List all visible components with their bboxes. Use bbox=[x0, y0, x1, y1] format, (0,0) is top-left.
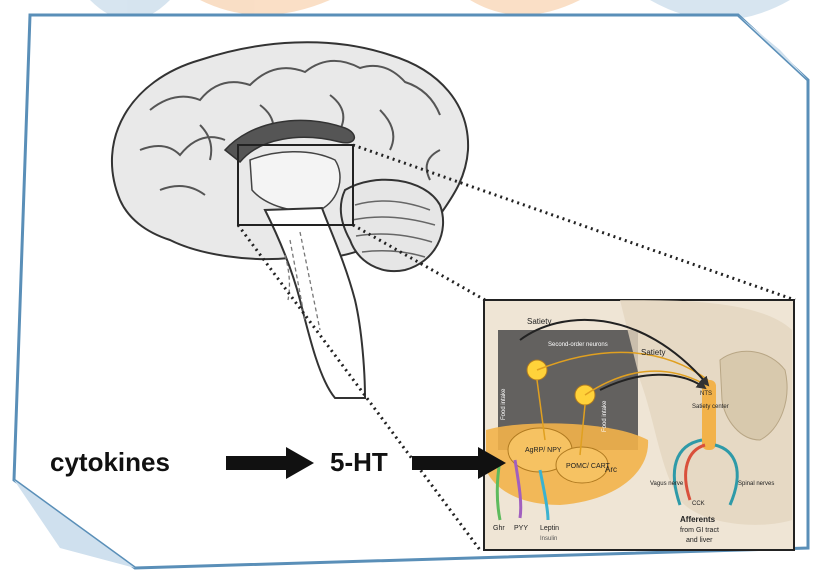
nts-label: NTS bbox=[700, 391, 712, 397]
afferents-gi-label: from GI tract bbox=[680, 527, 719, 534]
cytokines-label: cytokines bbox=[50, 447, 170, 477]
spinal-nerves-label: Spinal nerves bbox=[738, 481, 774, 487]
cck-label: CCK bbox=[692, 501, 705, 507]
satiety-right-label: Satiety bbox=[641, 348, 665, 357]
inset-panel: Satiety Satiety Second-order neurons Foo… bbox=[484, 300, 794, 550]
vagus-nerve-label: Vagus nerve bbox=[650, 481, 684, 487]
food-intake-right-label: Food intake bbox=[602, 400, 608, 432]
second-order-neurons-label: Second-order neurons bbox=[548, 342, 608, 348]
pomc-cart-label: POMC/ CART bbox=[566, 463, 611, 470]
food-intake-left-label: Food intake bbox=[501, 388, 507, 420]
pyy-label: PYY bbox=[514, 525, 528, 532]
serotonin-label: 5-HT bbox=[330, 447, 388, 477]
leptin-label: Leptin bbox=[540, 525, 559, 532]
satiety-center-label: Satiety center bbox=[692, 404, 729, 410]
insulin-label: Insulin bbox=[540, 536, 557, 542]
afferents-liver-label: and liver bbox=[686, 537, 713, 544]
arc-label: Arc bbox=[605, 465, 617, 474]
ghr-label: Ghr bbox=[493, 525, 505, 532]
agrp-npy-label: AgRP/ NPY bbox=[525, 447, 562, 454]
satiety-top-label: Satiety bbox=[527, 317, 551, 326]
afferents-label: Afferents bbox=[680, 515, 716, 524]
